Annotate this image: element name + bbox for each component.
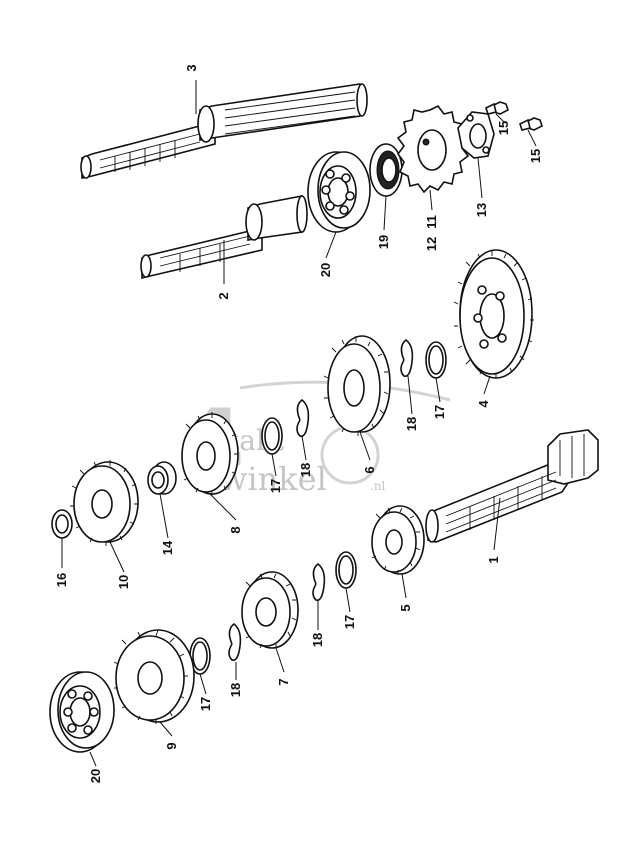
callout-14: 14 xyxy=(160,540,175,555)
part-19-oil-seal xyxy=(369,143,403,197)
callout-7: 7 xyxy=(276,678,291,685)
part-18-circlip-b xyxy=(296,398,310,438)
callout-10: 10 xyxy=(116,575,131,589)
part-13-fixing-plate xyxy=(457,111,495,159)
part-17-ring-c xyxy=(335,551,357,589)
callouts: 3 15 15 19 11 12 13 20 2 4 17 18 6 17 18… xyxy=(54,64,543,783)
watermark-line2: winkel xyxy=(220,460,327,498)
callout-18c: 18 xyxy=(310,633,325,647)
callout-20b: 20 xyxy=(88,769,103,783)
callout-17b: 17 xyxy=(268,479,283,493)
callout-19: 19 xyxy=(376,235,391,249)
callout-18d: 18 xyxy=(228,683,243,697)
part-16-washer xyxy=(51,509,73,539)
callout-4: 4 xyxy=(476,400,491,408)
callout-20a: 20 xyxy=(318,263,333,277)
callout-1: 1 xyxy=(486,556,501,563)
part-5-gear xyxy=(371,505,425,575)
callout-5: 5 xyxy=(398,604,413,611)
callout-15b: 15 xyxy=(528,149,543,163)
callout-12: 12 xyxy=(424,237,439,251)
part-14-collar xyxy=(147,461,177,495)
callout-18a: 18 xyxy=(404,417,419,431)
callout-17d: 17 xyxy=(198,697,213,711)
part-7-gear xyxy=(241,571,299,649)
part-1-shaft xyxy=(425,429,599,543)
part-2-countershaft xyxy=(140,195,308,280)
callout-15a: 15 xyxy=(496,121,511,135)
part-11-sprocket xyxy=(396,104,470,194)
part-18-circlip-c xyxy=(312,562,326,602)
part-3-mainshaft xyxy=(80,83,368,179)
part-8-gear xyxy=(181,412,239,496)
part-15-bolts xyxy=(485,101,543,131)
part-4-gear xyxy=(453,249,534,379)
callout-11: 11 xyxy=(424,215,439,229)
callout-17c: 17 xyxy=(342,615,357,629)
callout-3: 3 xyxy=(184,64,199,71)
callout-16: 16 xyxy=(54,573,69,587)
callout-6: 6 xyxy=(362,466,377,473)
part-17-ring-a xyxy=(425,341,447,379)
part-18-circlip-a xyxy=(400,338,414,378)
callout-8: 8 xyxy=(228,526,243,533)
callout-17a: 17 xyxy=(432,405,447,419)
part-10-gear xyxy=(70,460,139,546)
part-9-gear xyxy=(113,629,195,724)
callout-13: 13 xyxy=(474,203,489,217)
callout-2: 2 xyxy=(216,292,231,299)
part-18-circlip-d xyxy=(228,622,242,662)
part-20-bearing-lower xyxy=(49,671,115,753)
leader-lines xyxy=(61,80,537,767)
callout-18b: 18 xyxy=(298,463,313,477)
part-17-ring-b xyxy=(261,417,283,455)
part-6-gear xyxy=(323,335,391,436)
part-20-bearing-upper xyxy=(307,151,371,233)
callout-9: 9 xyxy=(164,742,179,749)
watermark-suffix: .nl xyxy=(370,479,386,493)
